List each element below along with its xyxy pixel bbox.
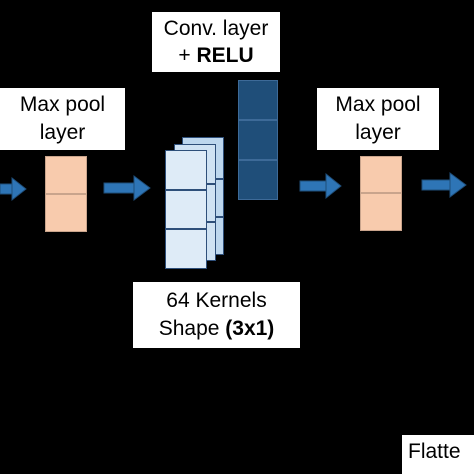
max-pool-left-cell-1 bbox=[45, 156, 87, 194]
arrow-left-edge bbox=[0, 176, 27, 202]
kernel-front-cell-2 bbox=[165, 190, 207, 229]
kernel-front-cell-1 bbox=[165, 150, 207, 190]
max-pool-left-cell-2 bbox=[45, 194, 87, 232]
arrow-pool-to-right bbox=[421, 172, 467, 198]
conv-output-cell-3 bbox=[238, 160, 278, 200]
max-pool-right-cell-1 bbox=[360, 156, 402, 193]
max-pool-left-label: Max pool layer bbox=[0, 88, 125, 150]
conv-output-cell-1 bbox=[238, 80, 278, 120]
arrow-pool-to-kernel bbox=[103, 175, 151, 201]
max-pool-right-cell-2 bbox=[360, 193, 402, 231]
flatten-label: Flatte bbox=[402, 435, 474, 474]
kernel-front-cell-3 bbox=[165, 229, 207, 269]
conv-output-cell-2 bbox=[238, 120, 278, 160]
max-pool-right-label: Max pool layer bbox=[317, 88, 439, 150]
arrow-conv-to-pool bbox=[299, 172, 342, 200]
relu-text: RELU bbox=[196, 44, 254, 67]
conv-layer-label: Conv. layer + RELU bbox=[152, 12, 280, 72]
conv-layer-label-line1: Conv. layer bbox=[163, 17, 269, 40]
kernels-label: 64 Kernels Shape (3x1) bbox=[133, 282, 300, 348]
kernel-shape-text: (3x1) bbox=[225, 317, 275, 340]
